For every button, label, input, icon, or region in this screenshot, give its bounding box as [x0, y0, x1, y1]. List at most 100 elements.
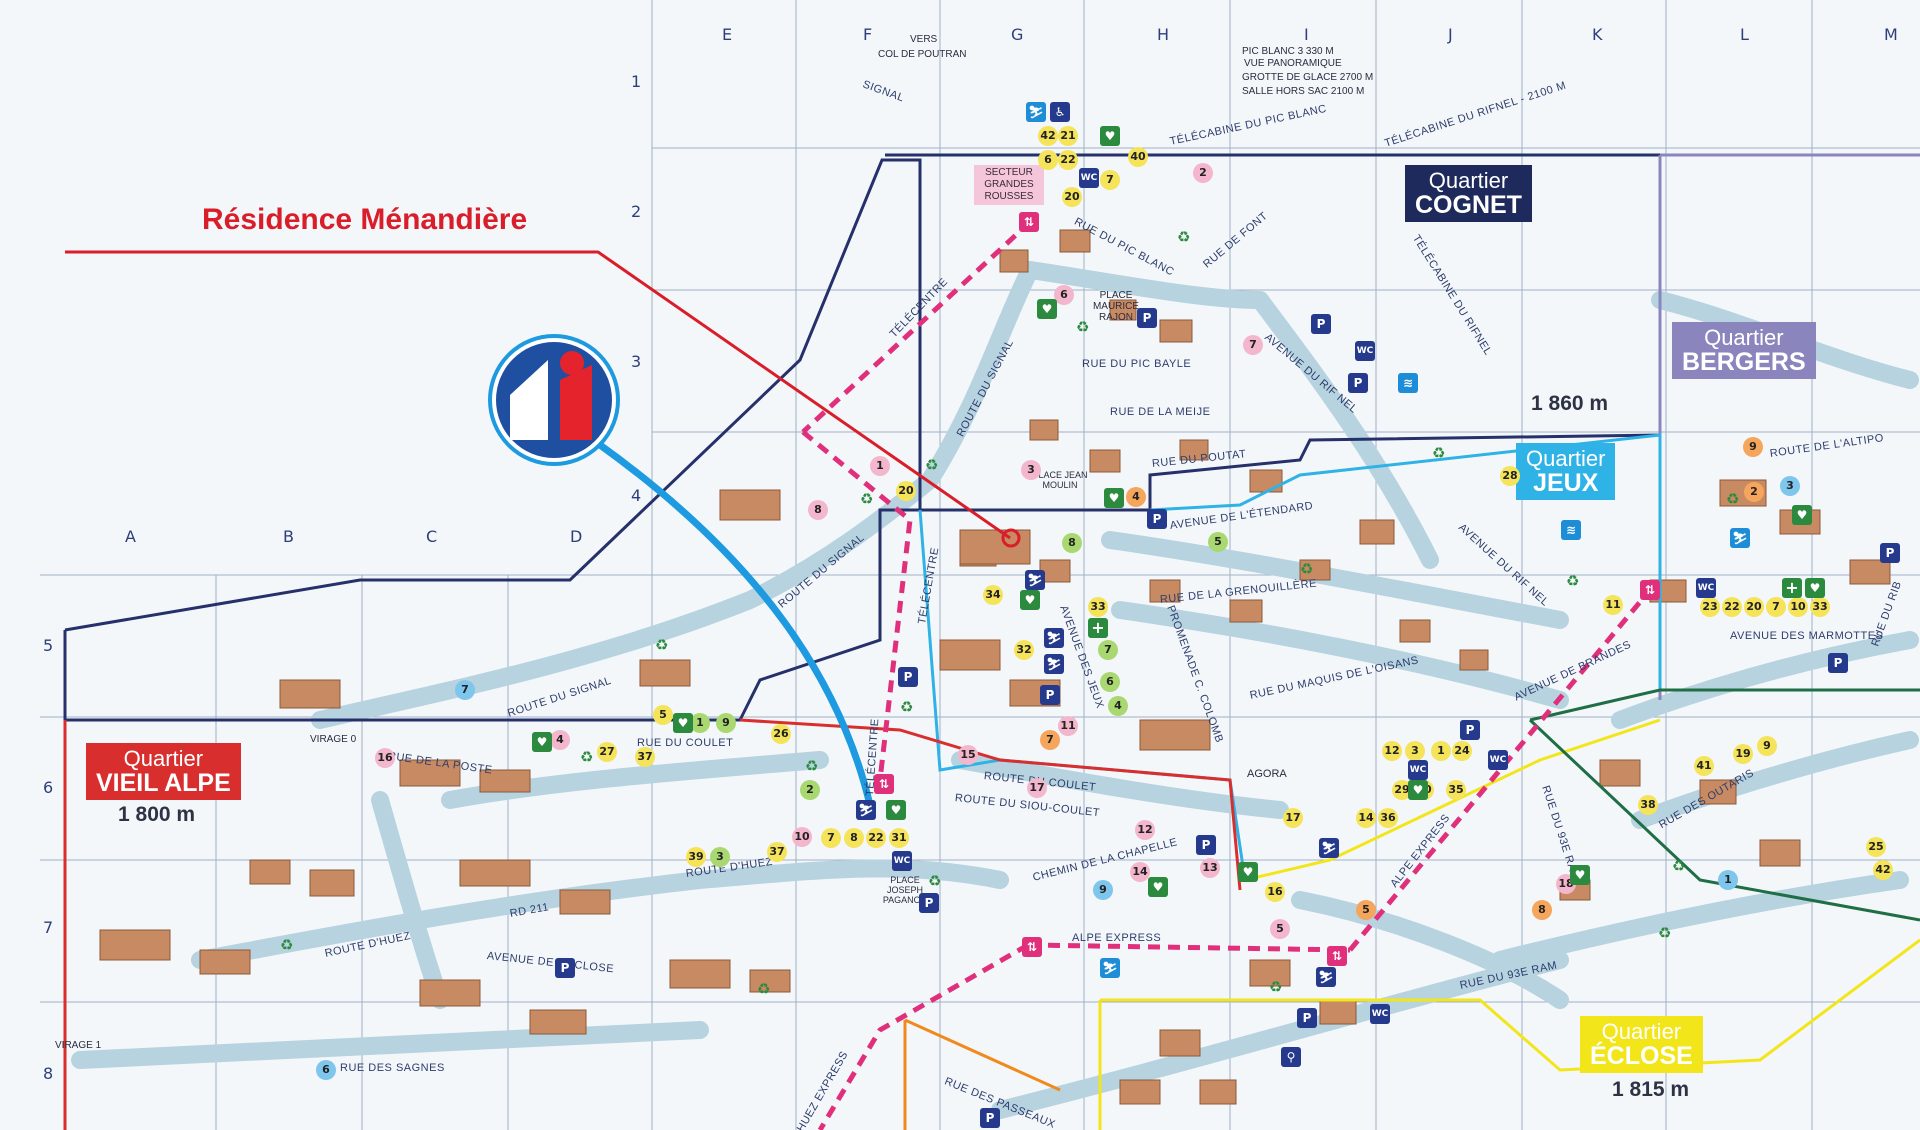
poi-marker[interactable]: 5	[1208, 532, 1228, 552]
wc-icon[interactable]: WC	[1488, 750, 1508, 770]
parking-icon[interactable]: P	[1880, 543, 1900, 563]
ski-icon[interactable]: ⛷	[1026, 102, 1046, 122]
poi-marker[interactable]: 12	[1135, 820, 1155, 840]
poi-marker[interactable]: 2	[1193, 163, 1213, 183]
parking-icon[interactable]: P	[1137, 308, 1157, 328]
parking-icon[interactable]: P	[1297, 1008, 1317, 1028]
poi-marker[interactable]: 29	[1392, 780, 1412, 800]
quartier-bergers[interactable]: Quartier BERGERS	[1672, 322, 1816, 380]
poi-marker[interactable]: 1	[1431, 741, 1451, 761]
poi-marker[interactable]: 11	[1058, 716, 1078, 736]
parking-icon[interactable]: P	[1828, 653, 1848, 673]
heart-icon[interactable]: ♥	[1792, 505, 1812, 525]
poi-marker[interactable]: 5	[653, 705, 673, 725]
poi-marker[interactable]: 6	[1054, 285, 1074, 305]
poi-marker[interactable]: 7	[1100, 170, 1120, 190]
poi-marker[interactable]: 6	[1038, 150, 1058, 170]
poi-marker[interactable]: 4	[1108, 696, 1128, 716]
poi-marker[interactable]: 28	[1500, 466, 1520, 486]
parking-icon[interactable]: P	[1460, 720, 1480, 740]
poi-marker[interactable]: 1	[870, 456, 890, 476]
parking-icon[interactable]: P	[1040, 685, 1060, 705]
poi-marker[interactable]: 42	[1873, 860, 1893, 880]
poi-marker[interactable]: 22	[1058, 150, 1078, 170]
ski-school-icon[interactable]: ⛷	[1316, 967, 1336, 987]
heart-icon[interactable]: ♥	[1408, 780, 1428, 800]
poi-marker[interactable]: 23	[1700, 597, 1720, 617]
poi-marker[interactable]: 6	[1100, 672, 1120, 692]
poi-marker[interactable]: 4	[550, 730, 570, 750]
heart-icon[interactable]: ♥	[1100, 126, 1120, 146]
poi-marker[interactable]: 20	[1744, 597, 1764, 617]
parking-icon[interactable]: P	[919, 893, 939, 913]
poi-marker[interactable]: 20	[896, 481, 916, 501]
accessibility-icon[interactable]: ♿	[1050, 102, 1070, 122]
poi-marker[interactable]: 17	[1283, 808, 1303, 828]
heart-icon[interactable]: ♥	[886, 800, 906, 820]
poi-marker[interactable]: 26	[771, 724, 791, 744]
parking-icon[interactable]: P	[555, 958, 575, 978]
poi-marker[interactable]: 10	[1788, 597, 1808, 617]
poi-marker[interactable]: 8	[1062, 533, 1082, 553]
poi-marker[interactable]: 37	[635, 747, 655, 767]
wc-icon[interactable]: WC	[1408, 760, 1428, 780]
poi-marker[interactable]: 4	[1126, 487, 1146, 507]
heart-icon[interactable]: ♥	[532, 732, 552, 752]
poi-marker[interactable]: 31	[889, 828, 909, 848]
quartier-cognet[interactable]: Quartier COGNET	[1405, 165, 1532, 223]
poi-marker[interactable]: 20	[1062, 187, 1082, 207]
ski-school-icon[interactable]: ⛷	[1319, 838, 1339, 858]
poi-marker[interactable]: 8	[844, 828, 864, 848]
poi-marker[interactable]: 8	[808, 500, 828, 520]
heart-icon[interactable]: ♥	[1805, 578, 1825, 598]
poi-marker[interactable]: 42	[1038, 126, 1058, 146]
parking-icon[interactable]: P	[1147, 509, 1167, 529]
wc-icon[interactable]: WC	[1696, 578, 1716, 598]
poi-marker[interactable]: 38	[1638, 795, 1658, 815]
pharmacy-icon[interactable]: +	[1088, 618, 1108, 638]
poi-marker[interactable]: 16	[1265, 882, 1285, 902]
toilets-icon[interactable]: ⚲	[1281, 1047, 1301, 1067]
ski-icon[interactable]: ⛷	[1730, 528, 1750, 548]
parking-icon[interactable]: P	[980, 1108, 1000, 1128]
parking-icon[interactable]: P	[1348, 373, 1368, 393]
poi-marker[interactable]: 16	[375, 748, 395, 768]
poi-marker[interactable]: 36	[1378, 808, 1398, 828]
parking-icon[interactable]: P	[898, 667, 918, 687]
poi-marker[interactable]: 2	[1744, 482, 1764, 502]
lift-icon[interactable]: ⇅	[874, 774, 894, 794]
poi-marker[interactable]: 24	[1452, 741, 1472, 761]
pool-icon[interactable]: ≋	[1398, 373, 1418, 393]
poi-marker[interactable]: 7	[1040, 730, 1060, 750]
poi-marker[interactable]: 1	[1718, 870, 1738, 890]
pool-icon[interactable]: ≋	[1561, 520, 1581, 540]
poi-marker[interactable]: 22	[1722, 597, 1742, 617]
heart-icon[interactable]: ♥	[1238, 862, 1258, 882]
heart-icon[interactable]: ♥	[1148, 877, 1168, 897]
lift-icon[interactable]: ⇅	[1022, 937, 1042, 957]
heart-icon[interactable]: ♥	[673, 713, 693, 733]
pharmacy-icon[interactable]: +	[1782, 578, 1802, 598]
poi-marker[interactable]: 5	[1356, 900, 1376, 920]
poi-marker[interactable]: 5	[1270, 919, 1290, 939]
poi-marker[interactable]: 12	[1382, 741, 1402, 761]
poi-marker[interactable]: 8	[1532, 900, 1552, 920]
poi-marker[interactable]: 27	[597, 742, 617, 762]
poi-marker[interactable]: 33	[1088, 597, 1108, 617]
poi-marker[interactable]: 3	[1780, 476, 1800, 496]
wc-icon[interactable]: WC	[1355, 341, 1375, 361]
quartier-vieil-alpe[interactable]: Quartier VIEIL ALPE	[86, 743, 241, 801]
poi-marker[interactable]: 7	[455, 680, 475, 700]
poi-marker[interactable]: 6	[316, 1060, 336, 1080]
poi-marker[interactable]: 3	[1405, 741, 1425, 761]
wc-icon[interactable]: WC	[1370, 1004, 1390, 1024]
ski-school-icon[interactable]: ⛷	[1025, 570, 1045, 590]
poi-marker[interactable]: 7	[821, 828, 841, 848]
poi-marker[interactable]: 3	[1021, 460, 1041, 480]
poi-marker[interactable]: 22	[866, 828, 886, 848]
poi-marker[interactable]: 9	[1757, 736, 1777, 756]
poi-marker[interactable]: 19	[1733, 744, 1753, 764]
poi-marker[interactable]: 34	[983, 585, 1003, 605]
lift-icon[interactable]: ⇅	[1019, 212, 1039, 232]
